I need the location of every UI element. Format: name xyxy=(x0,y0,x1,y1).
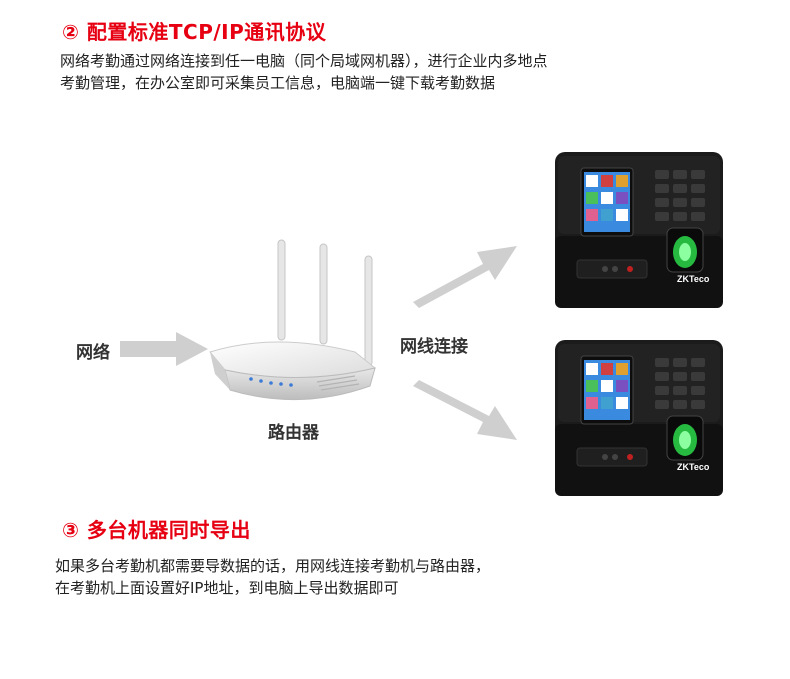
section2-line-2: 在考勤机上面设置好IP地址，到电脑上导出数据即可 xyxy=(55,579,399,597)
section2-title: ③ 多台机器同时导出 xyxy=(62,518,251,542)
section2-line-1: 如果多台考勤机都需要导数据的话，用网线连接考勤机与路由器， xyxy=(55,557,491,575)
router-icon xyxy=(209,239,377,401)
arrow-down-right-icon xyxy=(413,380,517,440)
device-brand-1: ZKTeco xyxy=(677,274,710,284)
attendance-terminal-2: ZKTeco xyxy=(555,340,723,496)
arrow-right-icon xyxy=(120,332,208,366)
attendance-terminal-1: ZKTeco xyxy=(555,152,723,308)
network-label: 网络 xyxy=(76,343,110,363)
section1-line-2: 考勤管理，在办公室即可采集员工信息，电脑端一键下载考勤数据 xyxy=(60,74,496,92)
arrow-up-right-icon xyxy=(413,246,517,308)
router-label: 路由器 xyxy=(268,423,319,443)
cable-label: 网线连接 xyxy=(400,337,468,357)
section1-line-1: 网络考勤通过网络连接到任一电脑（同个局域网机器），进行企业内多地点 xyxy=(60,52,548,70)
device-brand-2: ZKTeco xyxy=(677,462,710,472)
section1-title: ② 配置标准TCP/IP通讯协议 xyxy=(62,20,327,44)
